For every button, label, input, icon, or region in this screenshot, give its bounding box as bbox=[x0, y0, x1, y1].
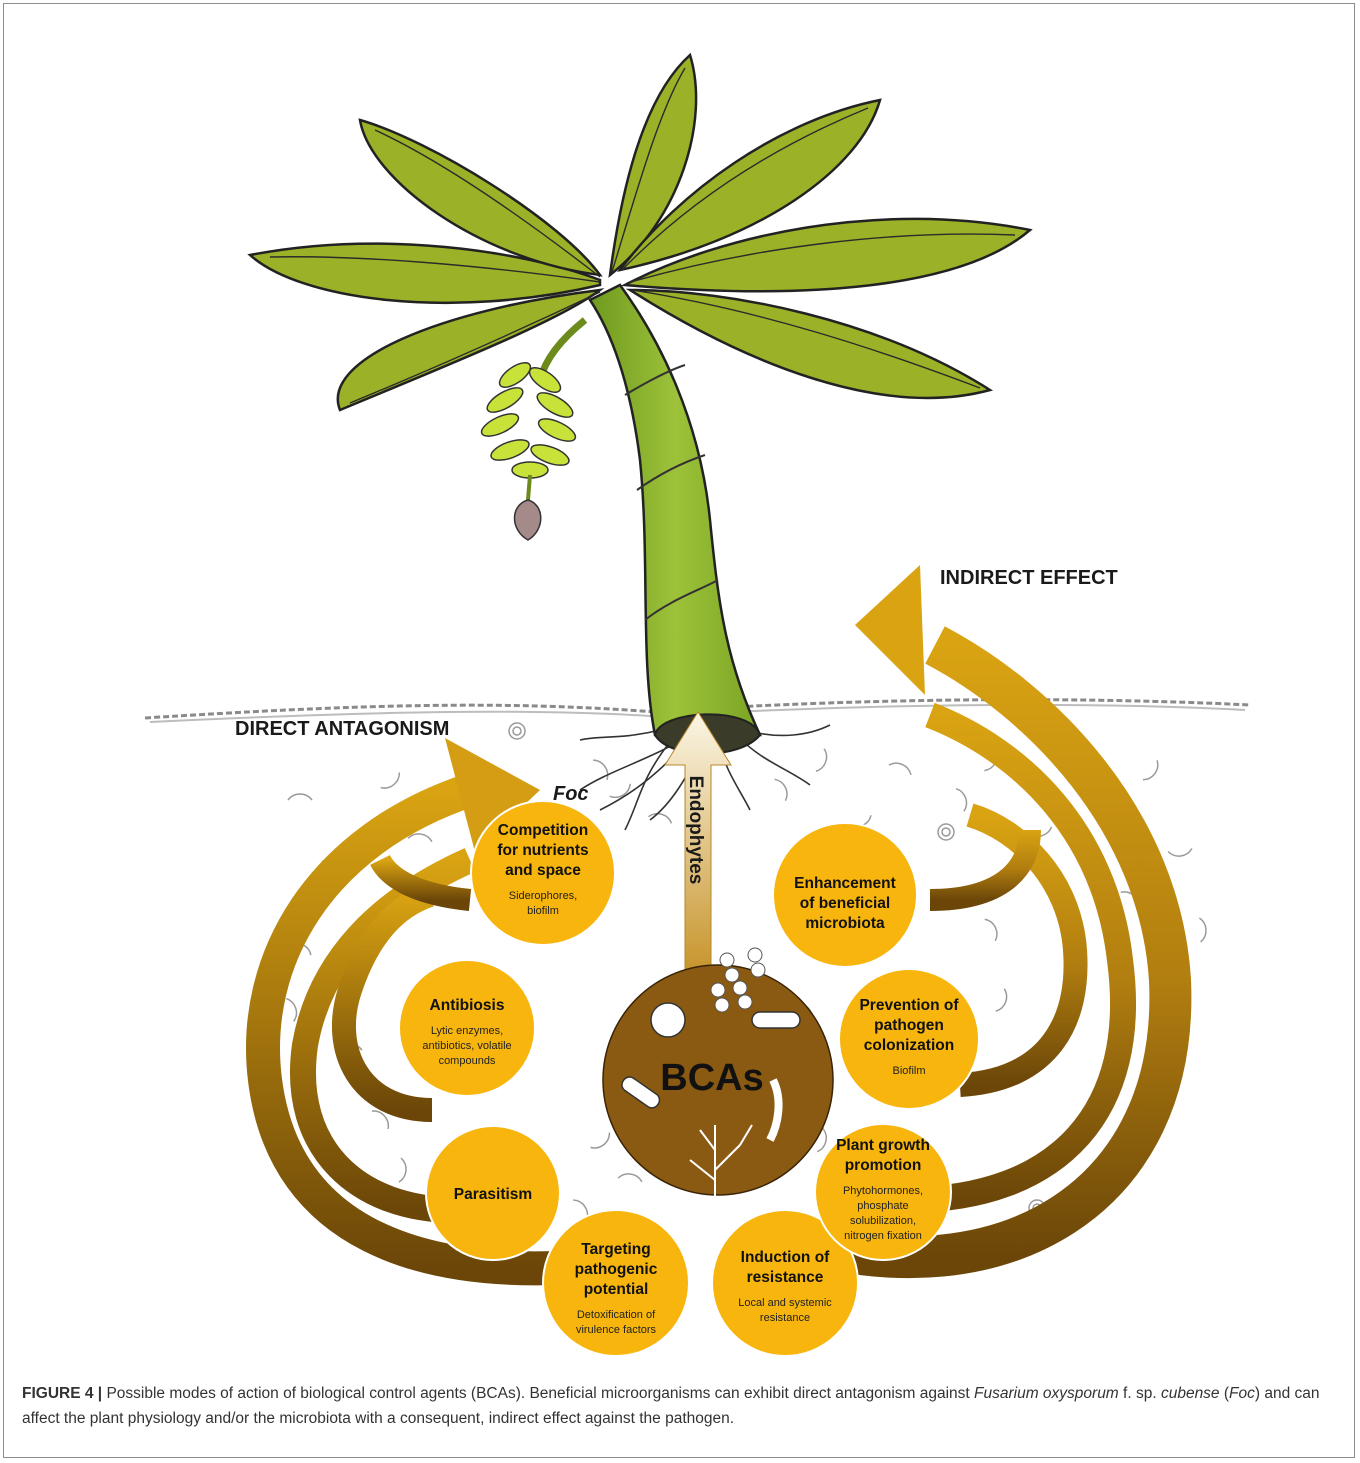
mode-title-prevention-2: colonization bbox=[864, 1037, 954, 1054]
caption-text-2: f. sp. bbox=[1119, 1385, 1161, 1402]
mode-title-enhancement-2: microbiota bbox=[805, 915, 885, 932]
mode-sub-growth-3: nitrogen fixation bbox=[844, 1230, 922, 1242]
mode-title-prevention-0: Prevention of bbox=[859, 997, 959, 1014]
mode-title-induction-1: resistance bbox=[747, 1269, 824, 1286]
bcas-label: BCAs bbox=[660, 1057, 763, 1099]
mode-circle-parasitism: Parasitism bbox=[426, 1126, 560, 1260]
mode-sub-antibiosis-2: compounds bbox=[439, 1055, 496, 1067]
mode-sub-antibiosis-0: Lytic enzymes, bbox=[431, 1025, 503, 1037]
mode-title-competition-0: Competition bbox=[498, 822, 588, 839]
mode-title-enhancement-0: Enhancement bbox=[794, 875, 896, 892]
figure-illustration: Endophytes DIRECT ANTAGONISM INDIRECT EF… bbox=[0, 0, 1360, 1375]
mode-circle-enhancement: Enhancement of beneficial microbiota bbox=[773, 823, 917, 967]
caption-species: Fusarium oxysporum bbox=[974, 1385, 1119, 1402]
caption-text-3: ( bbox=[1220, 1385, 1229, 1402]
mode-title-parasitism-0: Parasitism bbox=[454, 1186, 532, 1203]
mode-title-targeting-2: potential bbox=[584, 1281, 649, 1298]
mode-sub-targeting-1: virulence factors bbox=[576, 1324, 657, 1336]
mode-sub-antibiosis-1: antibiotics, volatile bbox=[422, 1040, 511, 1052]
mode-title-enhancement-1: of beneficial bbox=[800, 895, 890, 912]
mode-title-targeting-1: pathogenic bbox=[575, 1261, 658, 1278]
mode-title-growth-0: Plant growth bbox=[836, 1137, 930, 1154]
mode-sub-prevention-0: Biofilm bbox=[892, 1065, 925, 1077]
mode-sub-targeting-0: Detoxification of bbox=[577, 1309, 656, 1321]
caption-abbr: Foc bbox=[1229, 1385, 1255, 1402]
caption-label: FIGURE 4 | bbox=[22, 1385, 102, 1402]
mode-sub-competition-0: Siderophores, bbox=[509, 890, 578, 902]
mode-title-targeting-0: Targeting bbox=[581, 1241, 650, 1258]
mode-sub-growth-2: solubilization, bbox=[850, 1215, 916, 1227]
mode-title-growth-1: promotion bbox=[845, 1157, 922, 1174]
mode-sub-induction-0: Local and systemic bbox=[738, 1297, 832, 1309]
caption-text-1: Possible modes of action of biological c… bbox=[102, 1385, 974, 1402]
caption-subspecies: cubense bbox=[1161, 1385, 1220, 1402]
mode-title-prevention-1: pathogen bbox=[874, 1017, 944, 1034]
mode-circle-competition: Competition for nutrients and spaceSiderop… bbox=[471, 801, 615, 945]
figure-caption: FIGURE 4 | Possible modes of action of b… bbox=[22, 1381, 1340, 1431]
mode-title-induction-0: Induction of bbox=[741, 1249, 831, 1266]
mode-sub-growth-0: Phytohormones, bbox=[843, 1185, 923, 1197]
mode-title-competition-1: for nutrients bbox=[497, 842, 588, 859]
mode-sub-induction-1: resistance bbox=[760, 1312, 810, 1324]
mode-circle-targeting: Targeting pathogenic potentialDetoxificati… bbox=[543, 1210, 689, 1356]
direct-antagonism-label: DIRECT ANTAGONISM bbox=[235, 718, 449, 740]
endophytes-label: Endophytes bbox=[685, 776, 706, 885]
mode-sub-growth-1: phosphate bbox=[857, 1200, 908, 1212]
mode-title-competition-2: and space bbox=[505, 862, 581, 879]
indirect-effect-label: INDIRECT EFFECT bbox=[940, 567, 1118, 589]
bcas-circle: BCAs bbox=[603, 948, 833, 1240]
mode-sub-competition-1: biofilm bbox=[527, 905, 559, 917]
mode-title-antibiosis-0: Antibiosis bbox=[430, 997, 505, 1014]
